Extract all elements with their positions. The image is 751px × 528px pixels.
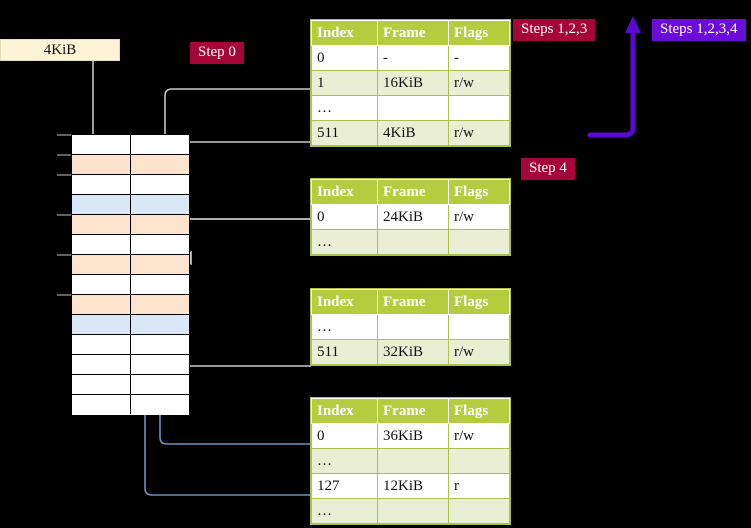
table-row: … bbox=[311, 448, 510, 474]
cell-frame bbox=[377, 229, 449, 255]
table-row: … bbox=[311, 314, 510, 340]
column-header-index: Index bbox=[311, 179, 378, 205]
column-header-flags: Flags bbox=[448, 20, 510, 46]
cell-flags: r/w bbox=[448, 339, 510, 365]
cell-flags bbox=[448, 498, 510, 524]
badge-step-0-label: Step 0 bbox=[198, 44, 236, 60]
column-header-frame: Frame bbox=[377, 289, 449, 315]
memory-size-tag: 4KiB bbox=[0, 39, 120, 61]
cell-frame: 24KiB bbox=[377, 204, 449, 230]
violet-feedback-arrow bbox=[587, 23, 636, 138]
column-header-frame: Frame bbox=[377, 398, 449, 424]
cell-frame bbox=[377, 448, 449, 474]
cell-flags: r/w bbox=[448, 204, 510, 230]
cell-flags bbox=[448, 314, 510, 340]
cell-index: … bbox=[311, 448, 378, 474]
badge-steps-1234-label: Steps 1,2,3,4 bbox=[660, 21, 738, 37]
cell-frame: 12KiB bbox=[377, 473, 449, 499]
cell-index: … bbox=[311, 95, 378, 121]
column-header-frame: Frame bbox=[377, 179, 449, 205]
cell-flags: - bbox=[448, 45, 510, 71]
cell-flags: r bbox=[448, 473, 510, 499]
cell-frame: 36KiB bbox=[377, 423, 449, 449]
column-header-flags: Flags bbox=[448, 289, 510, 315]
cell-frame: - bbox=[377, 45, 449, 71]
badge-steps-123: Steps 1,2,3 bbox=[513, 19, 596, 42]
cell-index: 0 bbox=[311, 423, 378, 449]
cell-index: 0 bbox=[311, 204, 378, 230]
memory-size-tag-label: 4KiB bbox=[43, 41, 77, 58]
table-row: … bbox=[311, 498, 510, 524]
link-memory-to-l4-row511 bbox=[174, 141, 311, 149]
cell-frame: 16KiB bbox=[377, 70, 449, 96]
badge-step-0: Step 0 bbox=[190, 42, 244, 65]
cell-flags: r/w bbox=[448, 120, 510, 146]
cell-index: 1 bbox=[311, 70, 378, 96]
column-header-flags: Flags bbox=[448, 179, 510, 205]
cell-index: 0 bbox=[311, 45, 378, 71]
cell-flags bbox=[448, 448, 510, 474]
cell-flags: r/w bbox=[448, 70, 510, 96]
column-header-index: Index bbox=[311, 289, 378, 315]
cell-index: 511 bbox=[311, 339, 378, 365]
cell-flags: r/w bbox=[448, 423, 510, 449]
violet-arrow-head bbox=[625, 16, 641, 33]
cell-index: … bbox=[311, 229, 378, 255]
cell-flags bbox=[448, 229, 510, 255]
badge-step-4: Step 4 bbox=[521, 158, 575, 181]
badge-steps-1234: Steps 1,2,3,4 bbox=[652, 19, 746, 42]
link-l2-row511-to-memory bbox=[166, 301, 311, 367]
table-row: … bbox=[311, 229, 510, 255]
cell-index: 511 bbox=[311, 120, 378, 146]
table-row: 0-- bbox=[311, 45, 510, 71]
cell-flags bbox=[448, 95, 510, 121]
cell-index: … bbox=[311, 314, 378, 340]
column-header-flags: Flags bbox=[448, 398, 510, 424]
link-l3-row0-to-memory bbox=[178, 218, 311, 266]
column-header-index: Index bbox=[311, 20, 378, 46]
cell-frame bbox=[377, 498, 449, 524]
memory-column-divider bbox=[130, 134, 131, 414]
cell-frame bbox=[377, 95, 449, 121]
memory-tick-marks bbox=[57, 134, 71, 296]
table-row: … bbox=[311, 95, 510, 121]
column-header-index: Index bbox=[311, 398, 378, 424]
badge-steps-123-label: Steps 1,2,3 bbox=[521, 21, 588, 37]
cell-index: … bbox=[311, 498, 378, 524]
cell-index: 127 bbox=[311, 473, 378, 499]
cell-frame: 4KiB bbox=[377, 120, 449, 146]
cell-frame bbox=[377, 314, 449, 340]
cell-frame: 32KiB bbox=[377, 339, 449, 365]
badge-step-4-label: Step 4 bbox=[529, 160, 567, 176]
column-header-frame: Frame bbox=[377, 20, 449, 46]
